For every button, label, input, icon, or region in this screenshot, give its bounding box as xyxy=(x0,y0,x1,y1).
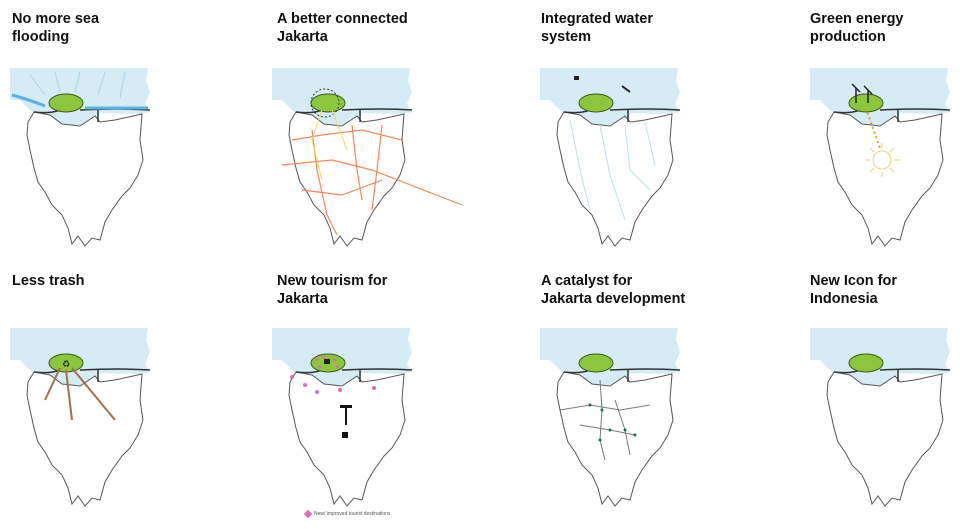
map-energy xyxy=(809,67,951,247)
panel-title-energy: Green energy production xyxy=(810,11,904,45)
map-tourism xyxy=(271,327,413,507)
trash-routes xyxy=(44,367,116,421)
panel-title-water: Integrated water system xyxy=(541,11,653,45)
tourist-destination-markers xyxy=(290,355,376,394)
map-water xyxy=(539,67,681,247)
connection-hub-icon xyxy=(310,88,340,118)
wave-arrows xyxy=(29,71,126,99)
legend: New/ improved tourist destinations xyxy=(303,509,391,519)
panel-title-tourism: New tourism for Jakarta xyxy=(277,273,388,307)
water-icon xyxy=(574,76,579,80)
panel-title-connected: A better connected Jakarta xyxy=(277,11,408,45)
legend-label: New/ improved tourist destinations xyxy=(314,511,391,517)
monument-icon xyxy=(340,405,352,438)
panel-title-flooding: No more sea flooding xyxy=(12,11,100,45)
energy-arrow xyxy=(865,107,881,149)
boat-icon xyxy=(621,85,631,93)
wind-turbine-icon xyxy=(851,83,873,103)
recycle-icon: ♻ xyxy=(62,360,70,370)
map-connected xyxy=(271,67,463,247)
sea-wall xyxy=(11,93,148,110)
map-trash: ♻ xyxy=(9,327,151,507)
map-icon xyxy=(809,327,951,507)
tourist-marker-icon xyxy=(303,509,313,519)
sun-icon xyxy=(865,143,900,177)
panel-title-catalyst: A catalyst for Jakarta development xyxy=(541,273,686,307)
landmark-icon xyxy=(324,359,330,364)
map-flooding xyxy=(9,67,151,247)
map-catalyst xyxy=(539,327,681,507)
panel-title-trash: Less trash xyxy=(12,273,85,289)
river-lines xyxy=(569,119,656,221)
panel-title-icon: New Icon for Indonesia xyxy=(810,273,898,307)
